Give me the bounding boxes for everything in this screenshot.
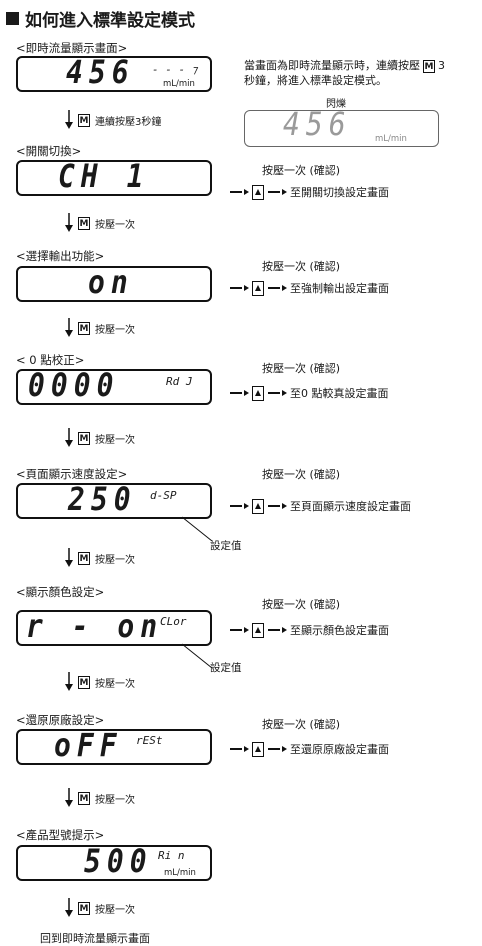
confirm-text: 按壓一次 (確認) <box>262 362 341 375</box>
arrow-right-icon <box>282 746 287 752</box>
up-key-icon <box>252 385 264 401</box>
lcd-display: 250 d-SP <box>16 480 212 519</box>
m-key-icon: M <box>78 113 90 127</box>
up-key-icon <box>252 498 264 514</box>
arrow-right-icon <box>282 627 287 633</box>
goto-row: 至還原原廠設定畫面 <box>230 741 389 757</box>
goto-row: 至0 點較真設定畫面 <box>230 385 389 401</box>
m-key-icon: M <box>78 901 90 915</box>
lcd-display: on <box>16 263 212 302</box>
arrow-down-icon <box>62 672 76 692</box>
arrow-right-icon <box>282 189 287 195</box>
arrow-down-icon <box>62 788 76 808</box>
m-key-icon: M <box>78 431 90 445</box>
section-label: <開關切換> <box>16 144 82 158</box>
step-instruction: M 按壓一次 <box>62 672 135 692</box>
arrow-right-icon <box>244 627 249 633</box>
section-label: <選擇輸出功能> <box>16 249 105 263</box>
step-instruction: M 按壓一次 <box>62 428 135 448</box>
confirm-text: 按壓一次 (確認) <box>262 468 341 481</box>
step-instruction: M 按壓一次 <box>62 318 135 338</box>
arrow-down-icon <box>62 428 76 448</box>
lcd-display: 456 - - - ⁊ mL/min <box>16 53 212 92</box>
arrow-down-icon <box>62 213 76 233</box>
m-key-icon: M <box>423 60 435 73</box>
arrow-down-icon <box>62 110 76 130</box>
lcd-display: CH 1 <box>16 157 212 196</box>
m-key-icon: M <box>78 216 90 230</box>
arrow-right-icon <box>244 503 249 509</box>
m-key-icon: M <box>78 791 90 805</box>
section-label: < 0 點校正> <box>16 353 85 367</box>
section-label: <即時流量顯示畫面> <box>16 41 128 55</box>
section-label: <產品型號提示> <box>16 828 105 842</box>
arrow-right-icon <box>244 285 249 291</box>
confirm-text: 按壓一次 (確認) <box>262 718 341 731</box>
section-label: <還原原廠設定> <box>16 713 105 727</box>
section-label: <顯示顏色設定> <box>16 585 105 599</box>
arrow-down-icon <box>62 548 76 568</box>
blink-label: 閃爍 <box>326 99 346 110</box>
title-square-icon <box>6 12 19 25</box>
step-instruction: M 按壓一次 <box>62 898 135 918</box>
leader-line <box>181 643 213 669</box>
goto-row: 至頁面顯示速度設定畫面 <box>230 498 411 514</box>
goto-row: 至顯示顏色設定畫面 <box>230 622 389 638</box>
m-key-icon: M <box>78 321 90 335</box>
confirm-text: 按壓一次 (確認) <box>262 598 341 611</box>
lcd-display-blink: 456 mL/min <box>244 105 439 147</box>
section-label: <頁面顯示速度設定> <box>16 467 128 481</box>
m-key-icon: M <box>78 675 90 689</box>
step-instruction: M 按壓一次 <box>62 213 135 233</box>
arrow-right-icon <box>282 285 287 291</box>
step-instruction: M 按壓一次 <box>62 788 135 808</box>
m-key-icon: M <box>78 551 90 565</box>
confirm-text: 按壓一次 (確認) <box>262 260 341 273</box>
arrow-right-icon <box>244 189 249 195</box>
arrow-down-icon <box>62 898 76 918</box>
setting-value-label: 設定值 <box>210 662 242 674</box>
step-instruction: M 按壓一次 <box>62 548 135 568</box>
arrow-right-icon <box>244 390 249 396</box>
leader-line <box>181 516 213 542</box>
confirm-text: 按壓一次 (確認) <box>262 164 341 177</box>
up-key-icon <box>252 741 264 757</box>
up-key-icon <box>252 280 264 296</box>
arrow-down-icon <box>62 318 76 338</box>
lcd-display: r - on CLor <box>16 607 212 646</box>
up-key-icon <box>252 184 264 200</box>
footer-text: 回到即時流量顯示畫面 <box>40 932 150 945</box>
page-title: 如何進入標準設定模式 <box>6 6 195 31</box>
setting-value-label: 設定值 <box>210 540 242 552</box>
arrow-right-icon <box>282 390 287 396</box>
step-instruction: M 連續按壓3秒鐘 <box>62 110 161 130</box>
lcd-display: 0000 Rd J <box>16 366 212 405</box>
arrow-right-icon <box>244 746 249 752</box>
arrow-right-icon <box>282 503 287 509</box>
lcd-display: oFF rESt <box>16 726 212 765</box>
goto-row: 至強制輸出設定畫面 <box>230 280 389 296</box>
goto-row: 至開關切換設定畫面 <box>230 184 389 200</box>
up-key-icon <box>252 622 264 638</box>
lcd-display: 500 Ri n mL/min <box>16 842 212 881</box>
